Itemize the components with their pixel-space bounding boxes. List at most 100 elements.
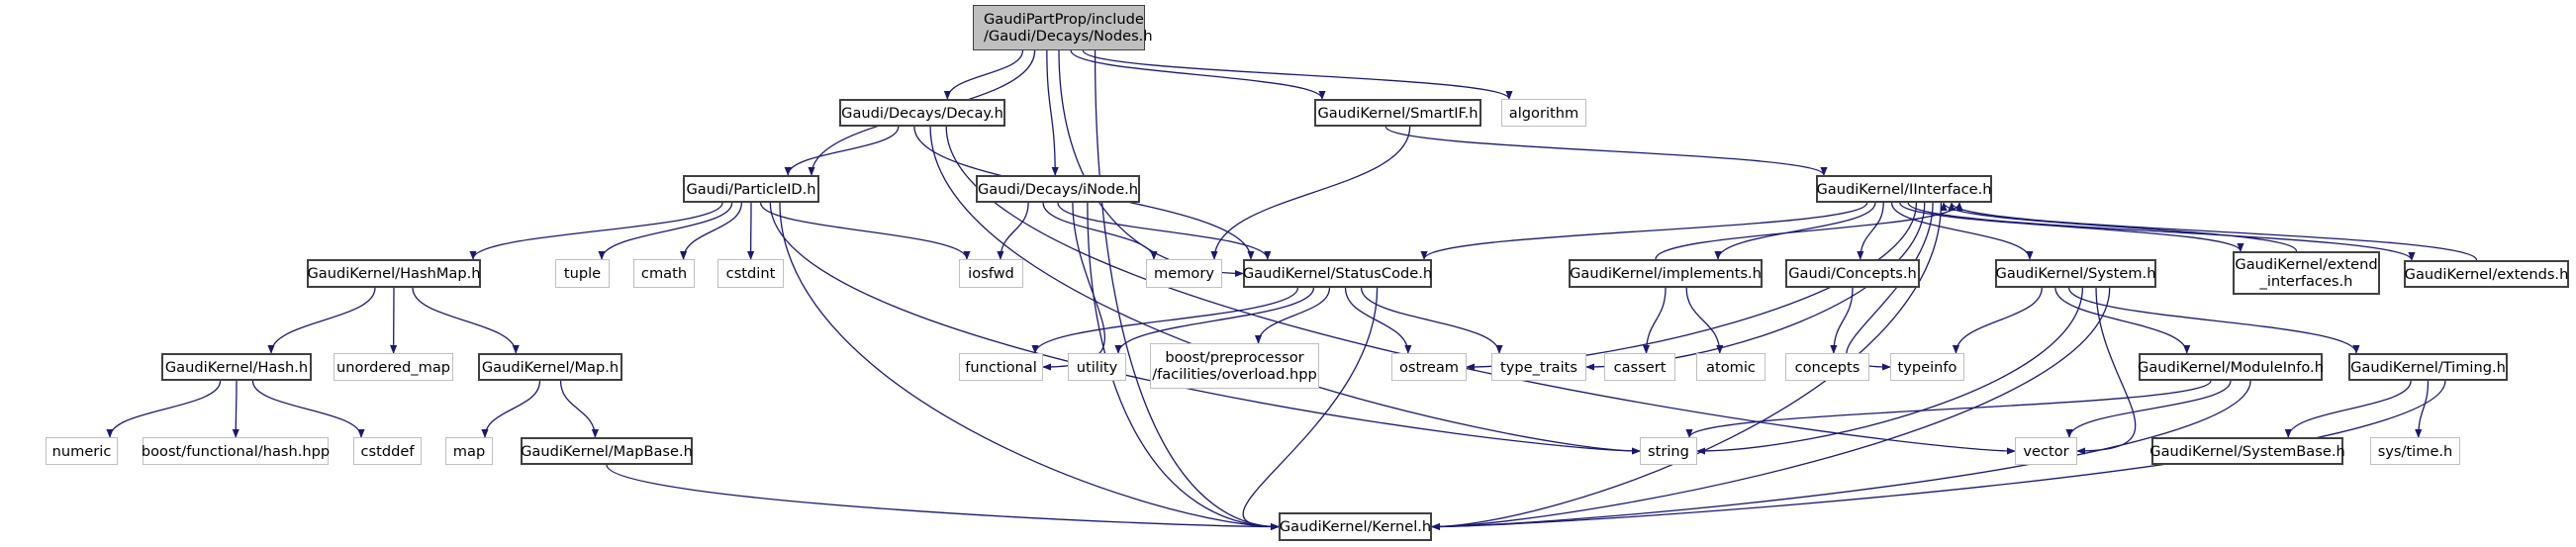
edge-implements-h-to-cassert (1642, 287, 1667, 354)
edge-timing-h-to-systembase-h (2284, 380, 2412, 438)
node-tuple: tuple (555, 259, 610, 288)
edge-map-h-to-map (481, 380, 541, 438)
edge-smartif-h-to-iinterface-h (1384, 126, 1828, 176)
edge-implements-h-to-atomic (1685, 287, 1724, 354)
node-map-h[interactable]: GaudiKernel/Map.h (478, 353, 622, 381)
node-memory: memory (1146, 259, 1222, 288)
edge-particleid-h-to-string (769, 202, 1641, 455)
edge-inode-h-to-functional (1042, 202, 1105, 371)
edge-implements-h-to-iinterface-h (1655, 202, 1963, 260)
node-concepts: concepts (1785, 353, 1869, 381)
node-extend-interfaces-h[interactable]: GaudiKernel/extend _interfaces.h (2233, 251, 2380, 295)
node-cassert: cassert (1604, 353, 1675, 381)
node-system-h[interactable]: GaudiKernel/System.h (1995, 259, 2156, 288)
edge-statuscode-h-to-boost-overload (1254, 287, 1331, 344)
edge-decay-h-to-particleid-h (784, 126, 900, 176)
edge-nodes-h-to-decay-h (943, 49, 1024, 100)
edge-system-h-to-vector (2076, 287, 2137, 455)
node-smartif-h[interactable]: GaudiKernel/SmartIF.h (1314, 99, 1481, 127)
node-particleid-h[interactable]: Gaudi/ParticleID.h (683, 175, 819, 203)
node-atomic: atomic (1696, 353, 1765, 381)
edge-timing-h-to-kernel-h (1431, 380, 2446, 531)
node-moduleinfo-h[interactable]: GaudiKernel/ModuleInfo.h (2138, 353, 2324, 381)
node-sys-time-h: sys/time.h (2370, 437, 2460, 465)
edge-extend-interfaces-h-to-iinterface-h (1940, 202, 2298, 252)
node-hash-h[interactable]: GaudiKernel/Hash.h (161, 353, 312, 381)
edge-system-h-to-kernel-h (1431, 287, 2111, 531)
node-typeinfo: typeinfo (1890, 353, 1964, 381)
edge-timing-h-to-sys-time-h (2415, 380, 2430, 438)
edge-iinterface-h-to-implements-h (1714, 202, 1876, 260)
node-hashmap-h[interactable]: GaudiKernel/HashMap.h (307, 259, 481, 288)
node-utility: utility (1068, 353, 1126, 381)
node-cstdint: cstdint (717, 259, 784, 288)
edge-particleid-h-to-hashmap-h (469, 202, 723, 260)
node-concepts-h[interactable]: Gaudi/Concepts.h (1785, 259, 1920, 288)
edge-iinterface-h-to-statuscode-h (1420, 202, 1868, 260)
edge-mapbase-h-to-kernel-h (606, 464, 1280, 531)
edge-iinterface-h-to-system-h (1890, 202, 2034, 260)
node-systembase-h[interactable]: GaudiKernel/SystemBase.h (2149, 437, 2345, 465)
edge-hash-h-to-numeric (106, 380, 222, 438)
edge-inode-h-to-memory (1042, 202, 1158, 260)
node-cmath: cmath (633, 259, 695, 288)
edge-moduleinfo-h-to-string (1685, 380, 2212, 438)
node-ostream: ostream (1391, 353, 1467, 381)
edge-statuscode-h-to-ostream (1344, 287, 1412, 354)
edge-system-h-to-typeinfo (1952, 287, 2043, 354)
edge-statuscode-h-to-type-traits (1360, 287, 1503, 354)
node-kernel-h[interactable]: GaudiKernel/Kernel.h (1279, 512, 1432, 541)
node-map: map (445, 437, 493, 465)
node-unordered-map: unordered_map (334, 353, 453, 381)
edge-concepts-h-to-concepts (1830, 287, 1854, 354)
node-iinterface-h[interactable]: GaudiKernel/IInterface.h (1816, 175, 1992, 203)
edge-iinterface-h-to-concepts-h (1857, 202, 1884, 260)
edge-system-h-to-timing-h (2068, 287, 2360, 354)
edge-extends-h-to-iinterface-h (1948, 202, 2478, 261)
node-implements-h[interactable]: GaudiKernel/implements.h (1569, 259, 1763, 288)
node-vector: vector (2015, 437, 2077, 465)
edge-statuscode-h-to-functional (1031, 287, 1299, 354)
edge-system-h-to-string (1696, 287, 2083, 455)
edge-hash-h-to-boost-hash (232, 380, 239, 438)
node-inode-h[interactable]: Gaudi/Decays/iNode.h (976, 175, 1140, 203)
edge-nodes-h-to-kernel-h (1094, 49, 1280, 531)
edge-nodes-h-to-smartif-h (1070, 49, 1326, 100)
node-timing-h[interactable]: GaudiKernel/Timing.h (2348, 353, 2508, 381)
edge-inode-h-to-kernel-h (1087, 202, 1280, 531)
edge-inode-h-to-statuscode-h (1057, 202, 1272, 260)
edge-particleid-h-to-kernel-h (779, 202, 1280, 531)
node-type-traits: type_traits (1491, 353, 1586, 381)
edge-inode-h-to-iosfwd (997, 202, 1029, 260)
node-mapbase-h[interactable]: GaudiKernel/MapBase.h (521, 437, 693, 465)
node-boost-hash: boost/functional/hash.hpp (142, 437, 330, 465)
edge-statuscode-h-to-utility (1114, 287, 1315, 354)
edge-statuscode-h-to-kernel-h (1242, 287, 1379, 531)
node-statuscode-h[interactable]: GaudiKernel/StatusCode.h (1243, 259, 1432, 288)
edge-iinterface-h-to-extends-h (1907, 202, 2416, 261)
node-extends-h[interactable]: GaudiKernel/extends.h (2404, 260, 2569, 288)
node-nodes-h[interactable]: GaudiPartProp/include /Gaudi/Decays/Node… (973, 5, 1153, 50)
edge-system-h-to-moduleinfo-h (2054, 287, 2191, 354)
edge-hashmap-h-to-hash-h (267, 287, 376, 354)
node-numeric: numeric (46, 437, 118, 465)
node-boost-overload: boost/preprocessor /facilities/overload.… (1150, 343, 1319, 389)
node-functional: functional (959, 353, 1043, 381)
edge-particleid-h-to-tuple (598, 202, 733, 260)
edge-moduleinfo-h-to-vector (2065, 380, 2232, 438)
edge-nodes-h-to-statuscode-h (1058, 49, 1244, 278)
edge-hashmap-h-to-map-h (412, 287, 520, 354)
edge-nodes-h-to-algorithm (1082, 49, 1513, 100)
node-cstddef: cstddef (353, 437, 422, 465)
node-iosfwd: iosfwd (959, 259, 1023, 288)
edge-nodes-h-to-inode-h (1046, 49, 1059, 176)
edge-particleid-h-to-cmath (680, 202, 742, 260)
edge-map-h-to-mapbase-h (559, 380, 599, 438)
edge-iinterface-h-to-extend-interfaces-h (1899, 202, 2244, 252)
edge-particleid-h-to-iosfwd (760, 202, 971, 260)
edge-smartif-h-to-memory (1210, 126, 1411, 260)
node-string: string (1640, 437, 1697, 465)
node-decay-h[interactable]: Gaudi/Decays/Decay.h (839, 99, 1005, 127)
edge-moduleinfo-h-to-kernel-h (1431, 380, 2251, 531)
